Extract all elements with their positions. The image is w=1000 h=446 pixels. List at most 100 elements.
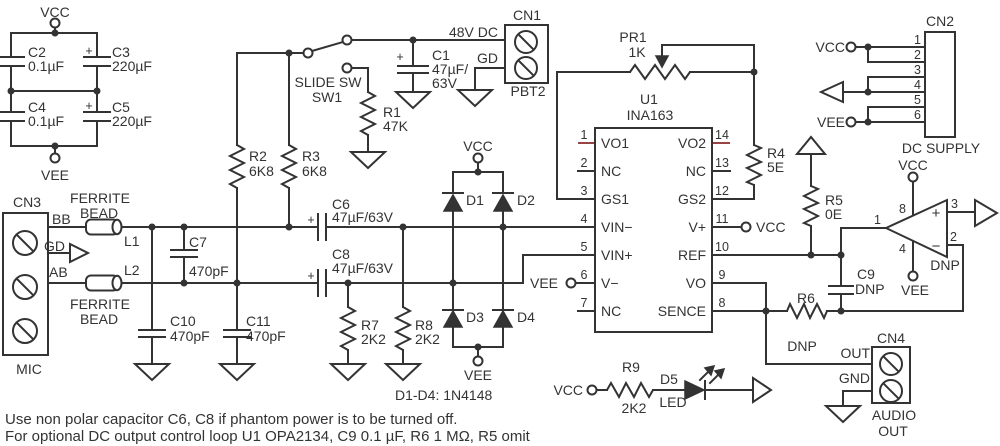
c8-value: 47µF/63V	[332, 260, 394, 276]
capacitor-plates	[138, 249, 251, 338]
resistor-r1	[358, 91, 378, 136]
r9-ref: R9	[622, 359, 640, 375]
r3-value: 6K8	[302, 163, 327, 179]
opamp-vcc-label: VCC	[898, 157, 928, 173]
bead-label-top: BEAD	[80, 205, 118, 221]
cn4-audio-out-label: OUT	[878, 423, 908, 439]
svg-text:2: 2	[914, 48, 921, 62]
svg-text:1: 1	[581, 128, 588, 142]
svg-text:13: 13	[715, 156, 729, 170]
ref-network: R5 0E	[794, 135, 843, 259]
svg-text:5: 5	[581, 240, 588, 254]
resistor-r5	[801, 185, 821, 227]
svg-text:2: 2	[581, 156, 588, 170]
vcc-terminal	[845, 41, 857, 53]
bb-label: BB	[52, 211, 71, 227]
diode-cathode-bars	[442, 192, 514, 311]
supply-cap-bank: VCC C2 0.1µF + C3 220µF C4 0.1µF + C5 22…	[0, 4, 152, 183]
c1-plus: +	[396, 50, 403, 64]
vee-terminal	[565, 277, 577, 289]
vcc-label: VCC	[463, 138, 493, 154]
r1-value: 47K	[383, 118, 409, 134]
r7-value: 2K2	[361, 331, 386, 347]
resistor-r7	[338, 306, 358, 351]
switch-pole[interactable]	[302, 47, 314, 59]
pr1-ref: PR1	[619, 29, 646, 45]
ground-symbol	[393, 91, 433, 110]
c1-plates	[397, 65, 429, 74]
chip-pin-names-right: VO2 NC GS2 V+ REF VO SENCE	[658, 135, 706, 319]
cn4-audio-label: AUDIO	[872, 407, 916, 423]
vcc-label: VCC	[40, 4, 70, 20]
c3-value: 220µF	[112, 58, 152, 74]
schematic-notes: Use non polar capacitor C6, C8 if phanto…	[5, 411, 531, 445]
resistor-r6	[786, 301, 828, 321]
r6-value: DNP	[787, 338, 817, 354]
cn2-vee-label: VEE	[817, 114, 845, 130]
diode-d4	[492, 309, 514, 328]
vcc-terminal	[49, 17, 61, 29]
opamp-minus-input: −	[932, 238, 941, 255]
d5-ref: D5	[660, 371, 678, 387]
c5-plus: +	[85, 99, 92, 113]
c7-ref: C7	[189, 234, 207, 250]
resistor-r3	[279, 144, 299, 189]
phantom-power-section: SLIDE SW SW1 48V DC + C1 47µF/ 63V CN1 G…	[227, 7, 549, 284]
cn2-vcc-label: VCC	[815, 39, 845, 55]
chip-pin-names-left: VO1 NC GS1 VIN− VIN+ V− NC	[601, 135, 633, 319]
chip-body	[594, 127, 713, 333]
dc-supply-connector: CN2 1 2 3 4 5 6 VCC VEE DC SUPPLY	[815, 13, 980, 156]
svg-text:7: 7	[581, 296, 588, 310]
vee-label: VEE	[41, 167, 69, 183]
svg-text:V+: V+	[688, 219, 706, 235]
left-arrow-flag	[818, 80, 844, 104]
vplus-vcc-label: VCC	[756, 219, 786, 235]
switch-blade[interactable]	[310, 40, 345, 53]
diode-note: D1-D4: 1N4148	[395, 387, 492, 403]
cn1-ref: CN1	[513, 7, 541, 23]
c5-value: 220µF	[112, 113, 152, 129]
audio-out-connector: CN4 OUT GND AUDIO OUT	[823, 330, 916, 439]
c8-ref: C8	[332, 246, 350, 262]
c4-value: 0.1µF	[28, 113, 64, 129]
c9-value: DNP	[855, 281, 885, 297]
svg-text:12: 12	[715, 184, 729, 198]
ground-symbol	[217, 363, 257, 382]
svg-text:VO1: VO1	[601, 135, 629, 151]
vminus-vee-label: VEE	[530, 275, 558, 291]
sw1-ref: SW1	[312, 89, 343, 105]
opamp-pin4: 4	[899, 242, 906, 256]
c7-value: 470pF	[189, 263, 229, 279]
diode-d1	[442, 193, 464, 212]
svg-text:9: 9	[719, 268, 726, 282]
diode-d2	[492, 193, 514, 212]
svg-text:NC: NC	[601, 303, 621, 319]
opamp-plus-input: +	[932, 205, 941, 222]
cn2-pin-numbers: 1 2 3 4 5 6	[914, 33, 921, 122]
svg-text:3: 3	[581, 184, 588, 198]
ferrite-label-top: FERRITE	[70, 190, 130, 206]
l2-ref: L2	[124, 262, 140, 278]
r8-ref: R8	[415, 317, 433, 333]
c1-value-2: 63V	[432, 75, 458, 91]
r5-value: 0E	[825, 206, 842, 222]
c6-value: 47µF/63V	[332, 209, 394, 225]
svg-text:GS1: GS1	[601, 191, 629, 207]
svg-text:14: 14	[715, 128, 729, 142]
note-line-2: For optional DC output control loop U1 O…	[5, 428, 531, 445]
cn4-ref: CN4	[877, 330, 905, 346]
cn4-gnd-label: GND	[839, 370, 870, 386]
c1-ref: C1	[432, 47, 450, 63]
svg-text:V−: V−	[601, 275, 619, 291]
ground-symbol	[455, 89, 495, 108]
ina163-chip: U1 INA163 1 2 3 4 5 6 7 VO1 NC GS1 VIN− …	[530, 29, 842, 333]
cn1-type: PBT2	[510, 83, 545, 99]
capacitor-plates	[0, 56, 111, 122]
d2-ref: D2	[517, 192, 535, 208]
c8-plates	[317, 269, 327, 297]
c6-plus: +	[307, 213, 314, 227]
c6-ref: C6	[332, 196, 350, 212]
ground-symbol	[328, 363, 368, 382]
resistor-r4	[744, 144, 764, 186]
